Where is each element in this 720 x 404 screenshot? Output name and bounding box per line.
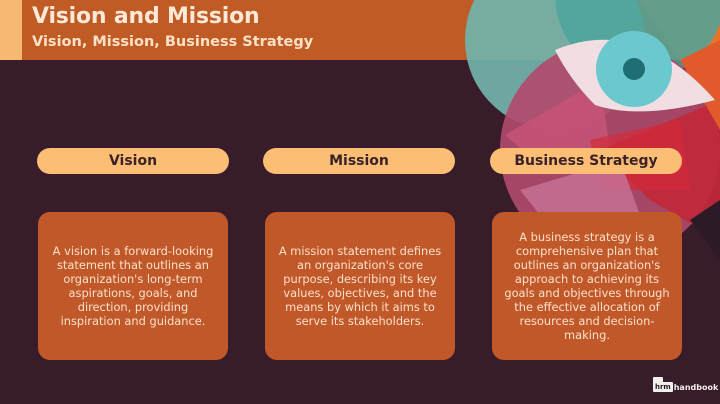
business-strategy-card: A business strategy is a comprehensive p… (492, 212, 682, 360)
page-subtitle: Vision, Mission, Business Strategy (32, 34, 314, 50)
vision-description: A vision is a forward-looking statement … (52, 244, 214, 328)
mission-card: A mission statement defines an organizat… (265, 212, 455, 360)
vision-label-pill: Vision (37, 148, 229, 174)
hrm-handbook-logo: hrm handbook (653, 377, 719, 392)
logo-text: handbook (673, 383, 719, 392)
logo-mark: hrm (653, 377, 673, 392)
header-accent (0, 0, 22, 60)
page-title: Vision and Mission (32, 4, 260, 29)
vision-card: A vision is a forward-looking statement … (38, 212, 228, 360)
business-strategy-description: A business strategy is a comprehensive p… (504, 230, 670, 342)
business-strategy-label-pill: Business Strategy (490, 148, 682, 174)
mission-description: A mission statement defines an organizat… (278, 244, 442, 328)
mission-label-pill: Mission (263, 148, 455, 174)
